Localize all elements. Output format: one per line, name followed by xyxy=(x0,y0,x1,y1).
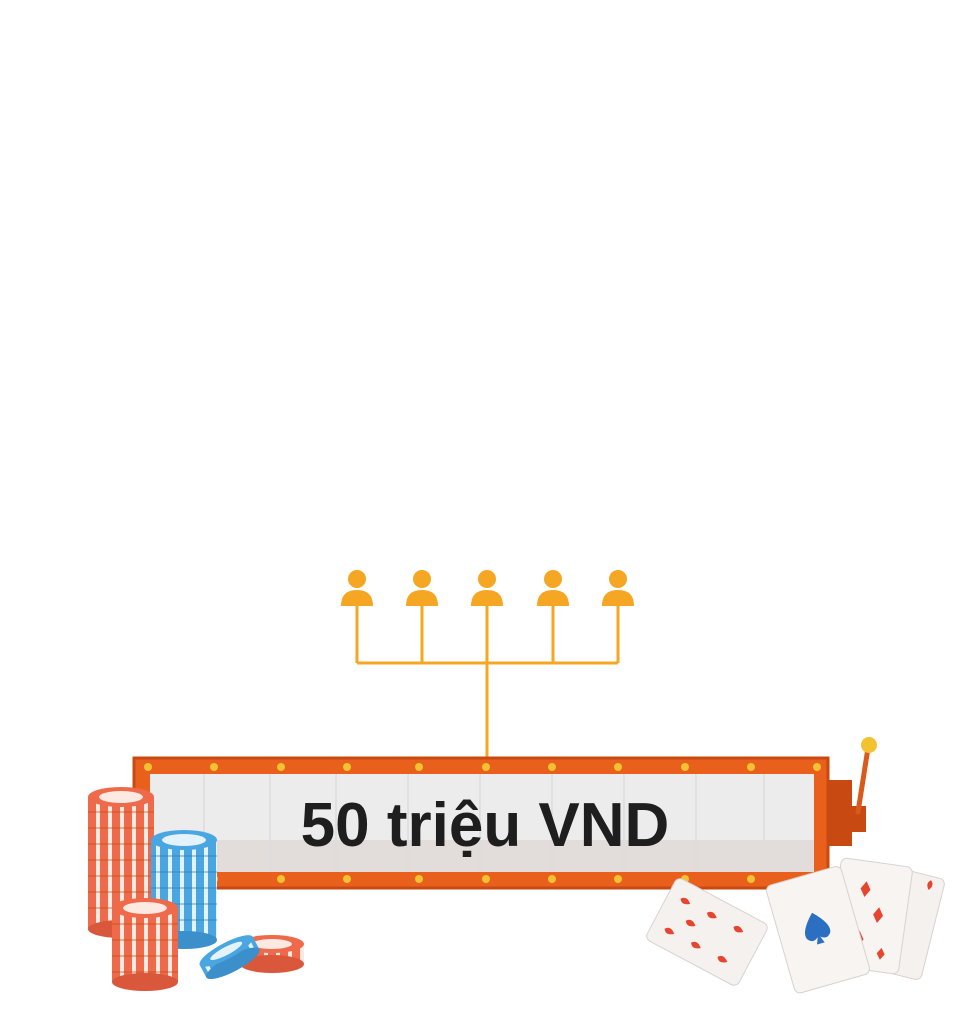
people-row xyxy=(341,570,634,606)
poker-chip-icon xyxy=(112,898,178,991)
person-icon xyxy=(471,570,503,606)
person-icon xyxy=(537,570,569,606)
prize-amount: 50 triệu VND xyxy=(300,790,670,860)
playing-cards xyxy=(646,857,945,994)
poker-chip-icon xyxy=(151,830,217,949)
poker-chips xyxy=(88,787,304,991)
playing-card-icon xyxy=(646,878,768,986)
person-icon xyxy=(341,570,373,606)
connector-tree xyxy=(355,605,620,760)
person-icon xyxy=(602,570,634,606)
marquee-sign xyxy=(132,756,830,890)
person-icon xyxy=(406,570,438,606)
poker-chip-icon xyxy=(199,935,260,980)
spade-icon xyxy=(804,912,831,945)
slot-lever xyxy=(826,737,877,846)
playing-card-icon xyxy=(765,866,870,994)
